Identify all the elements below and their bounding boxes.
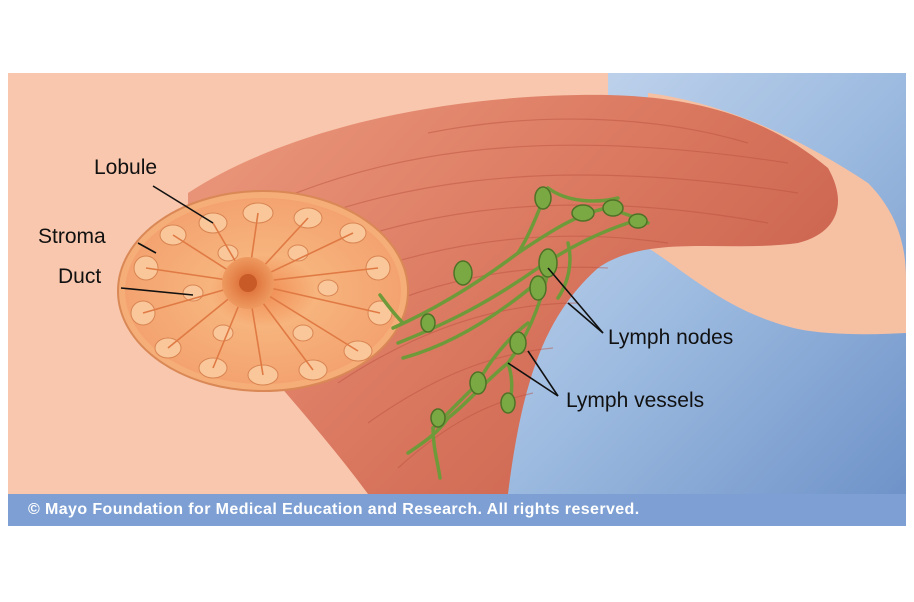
leader-lines [120,185,604,397]
anatomy-figure: Lobule Stroma Duct Lymph nodes Lymph ves… [8,73,906,526]
label-lobule: Lobule [94,156,158,179]
label-lymph-nodes: Lymph nodes [608,326,734,349]
nipple-center [239,274,257,292]
breast-anatomy-illustration [8,73,906,526]
label-stroma: Stroma [38,225,106,248]
leader-line-lobule [152,185,214,224]
leader-line-lymph-vessels-1 [507,362,559,397]
copyright-caption: © Mayo Foundation for Medical Education … [28,501,640,518]
leader-line-duct [120,287,194,296]
label-lymph-vessels: Lymph vessels [566,389,705,412]
pectoral-muscle [188,94,838,495]
leader-line-stroma [137,242,157,254]
leader-line-lymph-vessels-2 [527,350,559,397]
leader-line-lymph-nodes-1 [547,267,604,334]
label-duct: Duct [58,265,102,288]
lymph-nodes [420,186,648,428]
leader-line-lymph-nodes-2 [567,302,604,334]
copyright-bar: © Mayo Foundation for Medical Education … [8,494,906,526]
